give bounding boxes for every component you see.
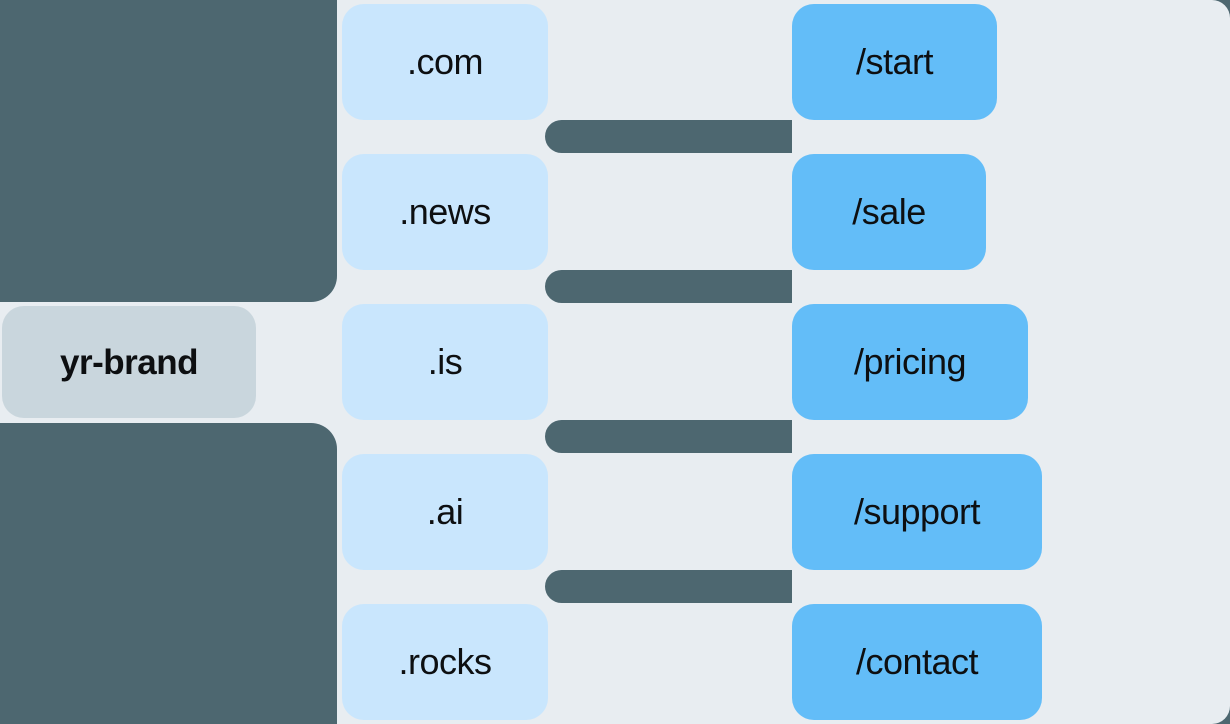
tld-node-rocks-label: .rocks	[398, 641, 492, 682]
path-node-sale-label: /sale	[852, 191, 926, 232]
path-node-support-label: /support	[853, 491, 981, 532]
tld-node-com-label: .com	[406, 41, 484, 82]
background-corner-top-right	[1196, 0, 1230, 34]
path-node-sale: /sale	[792, 154, 986, 270]
background-shape-bottom-left	[0, 423, 337, 724]
background-corner-bottom-right	[1196, 690, 1230, 724]
connector-bar-2	[545, 270, 792, 303]
path-node-contact-label: /contact	[855, 641, 979, 682]
tld-node-is-label: .is	[427, 341, 463, 382]
path-node-start: /start	[792, 4, 997, 120]
tld-node-news-label: .news	[399, 191, 491, 232]
tld-node-is: .is	[342, 304, 548, 420]
path-node-contact: /contact	[792, 604, 1042, 720]
tld-node-ai-label: .ai	[426, 491, 464, 532]
background-shape-top-left	[0, 0, 337, 302]
tld-node-ai: .ai	[342, 454, 548, 570]
path-node-support: /support	[792, 454, 1042, 570]
brand-node-label: yr-brand	[60, 342, 198, 382]
connector-bar-1	[545, 120, 792, 153]
path-node-start-label: /start	[855, 41, 934, 82]
brand-node: yr-brand	[2, 306, 256, 418]
path-node-pricing-label: /pricing	[853, 341, 967, 382]
path-node-pricing: /pricing	[792, 304, 1028, 420]
tld-node-rocks: .rocks	[342, 604, 548, 720]
tld-node-com: .com	[342, 4, 548, 120]
connector-bar-3	[545, 420, 792, 453]
tld-node-news: .news	[342, 154, 548, 270]
connector-bar-4	[545, 570, 792, 603]
